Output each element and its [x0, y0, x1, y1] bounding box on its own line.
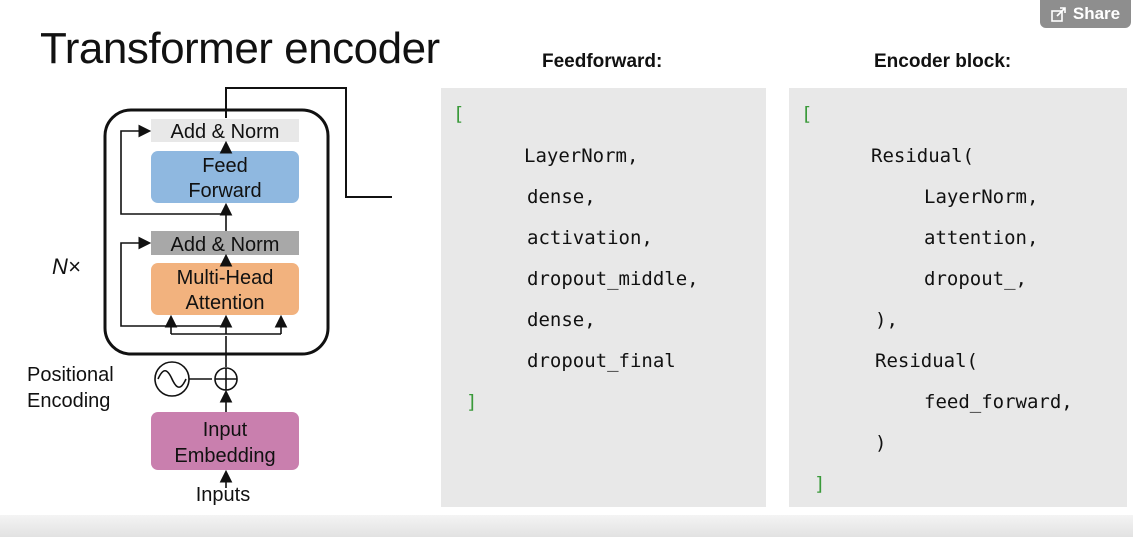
embedding-label-1: Input	[203, 419, 248, 441]
enc-line: ),	[875, 309, 898, 331]
share-label: Share	[1072, 4, 1121, 23]
encoder-diagram: Add & Norm Feed Forward Add & Norm Multi…	[27, 87, 392, 506]
inputs-label: Inputs	[196, 484, 250, 506]
feedforward-heading: Feedforward:	[542, 51, 663, 72]
enc-line: Residual(	[875, 350, 978, 372]
repeat-label: N×	[52, 254, 81, 279]
attention-label-1: Multi-Head	[177, 267, 274, 289]
feed-forward-box	[151, 151, 299, 203]
enc-line: )	[875, 432, 887, 454]
attention-box	[151, 263, 299, 315]
encoder-code-panel: [ Residual( LayerNorm, attention, dropou…	[789, 88, 1127, 507]
share-button[interactable]: Share	[1040, 0, 1131, 28]
ff-close-bracket: ]	[466, 391, 478, 413]
ff-line: activation,	[527, 227, 653, 249]
add-norm-bottom-label: Add & Norm	[171, 234, 280, 256]
ff-line: LayerNorm,	[524, 145, 639, 167]
embedding-label-2: Embedding	[174, 445, 275, 467]
slide-title: Transformer encoder	[40, 24, 440, 73]
share-icon	[1051, 6, 1067, 22]
enc-line: dropout_,	[924, 268, 1027, 290]
encoder-block-frame	[103, 108, 330, 356]
ff-line: dense,	[527, 309, 596, 331]
enc-close-bracket: ]	[814, 473, 826, 495]
ff-open-bracket: [	[453, 103, 465, 125]
positional-label-1: Positional	[27, 364, 114, 386]
positional-label-2: Encoding	[27, 390, 110, 412]
feed-forward-label-1: Feed	[202, 155, 248, 177]
bottom-bar	[0, 515, 1133, 537]
ff-line: dropout_middle,	[527, 268, 699, 290]
enc-line: LayerNorm,	[924, 186, 1039, 208]
output-connector	[225, 87, 392, 198]
ff-line: dropout_final	[527, 350, 676, 372]
embedding-box	[151, 412, 299, 470]
add-norm-top-box	[151, 119, 299, 142]
feedforward-code-panel: [ LayerNorm, dense, activation, dropout_…	[441, 88, 766, 507]
enc-line: feed_forward,	[924, 391, 1073, 413]
enc-open-bracket: [	[801, 103, 813, 125]
residual-top	[120, 124, 226, 215]
attention-label-2: Attention	[186, 292, 265, 314]
feed-forward-label-2: Forward	[188, 180, 261, 202]
add-norm-top-label: Add & Norm	[171, 121, 280, 143]
add-norm-bottom-box	[151, 231, 299, 255]
enc-line: Residual(	[871, 145, 974, 167]
enc-line: attention,	[924, 227, 1039, 249]
ff-line: dense,	[527, 186, 596, 208]
encoder-heading: Encoder block:	[874, 51, 1012, 72]
